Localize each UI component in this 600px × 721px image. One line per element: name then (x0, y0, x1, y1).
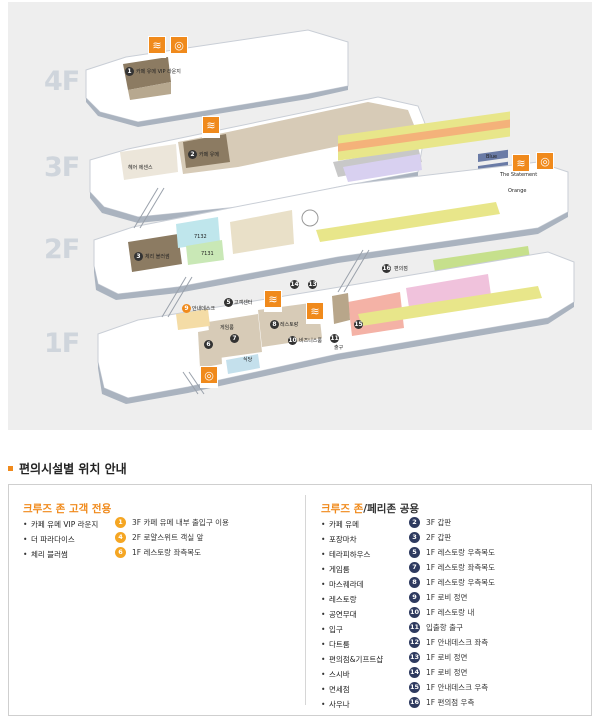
facility-item: •게임룸 (321, 565, 350, 574)
map-label: The Statement (500, 172, 538, 178)
facility-item: •면세점 (321, 685, 350, 694)
map-label: 카페 유메 (199, 152, 219, 158)
legend-right-heading: 크루즈 존/페리존 공용 (321, 503, 420, 515)
map-label: 게임룸 (220, 325, 234, 331)
marker-7: 7 (230, 334, 239, 343)
marker-6: 6 (204, 340, 213, 349)
marker-15: 15 (354, 320, 363, 329)
marker-2: 2 (188, 150, 197, 159)
map-label: 안내데스크 (192, 306, 216, 312)
map-label: 카페 유메 VIP 라운지 (136, 69, 181, 75)
map-label: 비즈니스룸 (299, 338, 323, 344)
marker-11: 11 (330, 334, 339, 343)
wifi-icon: ≋ (148, 36, 166, 58)
facility-item: •더 파라다이스 (23, 535, 75, 544)
map-label: 출구 (334, 345, 344, 351)
floor-3f-deck (89, 96, 427, 223)
map-label: 레스토랑 (280, 322, 299, 328)
section-title-text: 편의시설별 위치 안내 (19, 461, 127, 476)
marker-16: 16 (382, 264, 391, 273)
divider (305, 495, 306, 705)
marker-1: 1 (125, 67, 134, 76)
facility-item: •입구 (321, 625, 343, 634)
marker-13: 13 (308, 280, 317, 289)
wifi-icon: ≋ (306, 302, 324, 324)
facility-item: •레스토랑 (321, 595, 357, 604)
facility-item: •카페 유메 (321, 520, 359, 529)
map-label: Blue (486, 154, 498, 160)
section-title: 편의시설별 위치 안내 (8, 460, 127, 476)
facility-item: •공연무대 (321, 610, 357, 619)
facility-item: •포장마차 (321, 535, 357, 544)
floor-label-1f: 1F (44, 328, 80, 359)
wifi-icon: ≋ (202, 116, 220, 138)
wifi-icon: ≋ (512, 154, 530, 176)
map-label: 헤어 에센스 (128, 165, 153, 171)
floor-label-3f: 3F (44, 152, 80, 183)
facility-item: •다트룸 (321, 640, 350, 649)
facility-item: •사우나 (321, 700, 350, 709)
facility-item: •카페 유메 VIP 라운지 (23, 520, 99, 529)
facility-item: •편의점&기프트샵 (321, 655, 384, 664)
facility-item: •마스퀘라데 (321, 580, 364, 589)
floor-label-4f: 4F (44, 66, 80, 97)
globe-icon: ◎ (170, 36, 188, 58)
legend-left-heading: 크루즈 존 고객 전용 (23, 503, 112, 515)
map-label: 고객센터 (234, 300, 253, 306)
deck-map-drawing (85, 29, 575, 404)
map-label: 식당 (243, 357, 253, 363)
globe-icon: ◎ (536, 152, 554, 174)
map-label: 7131 (201, 251, 214, 257)
stairways (133, 187, 370, 395)
bullet-icon (8, 465, 13, 471)
map-label: 편의점 (394, 266, 408, 272)
map-label: 체리 블러썸 (145, 254, 170, 260)
facility-item: •체리 블러썸 (23, 550, 68, 559)
marker-5: 5 (224, 298, 233, 307)
map-label: 7132 (194, 234, 207, 240)
globe-icon: ◎ (200, 366, 218, 388)
wifi-icon: ≋ (264, 290, 282, 312)
facility-item: •스시바 (321, 670, 350, 679)
marker-14: 14 (290, 280, 299, 289)
marker-10: 10 (288, 336, 297, 345)
marker-8: 8 (270, 320, 279, 329)
map-label: Orange (508, 188, 527, 194)
facility-item: •테라피하우스 (321, 550, 371, 559)
deck-map: 4F 3F 2F 1F ≋ ◎ ≋ ≋ ◎ ≋ ≋ ◎ 1 카페 유메 VIP … (8, 2, 592, 430)
marker-3: 3 (134, 252, 143, 261)
floor-4f-deck (85, 29, 349, 127)
facility-legend: 크루즈 존 고객 전용 •카페 유메 VIP 라운지 •더 파라다이스 •체리 … (8, 484, 592, 716)
floor-2f-deck (93, 161, 569, 300)
marker-4: 9 (182, 304, 191, 313)
floor-label-2f: 2F (44, 234, 80, 265)
floor-3f-rooms (338, 111, 510, 174)
